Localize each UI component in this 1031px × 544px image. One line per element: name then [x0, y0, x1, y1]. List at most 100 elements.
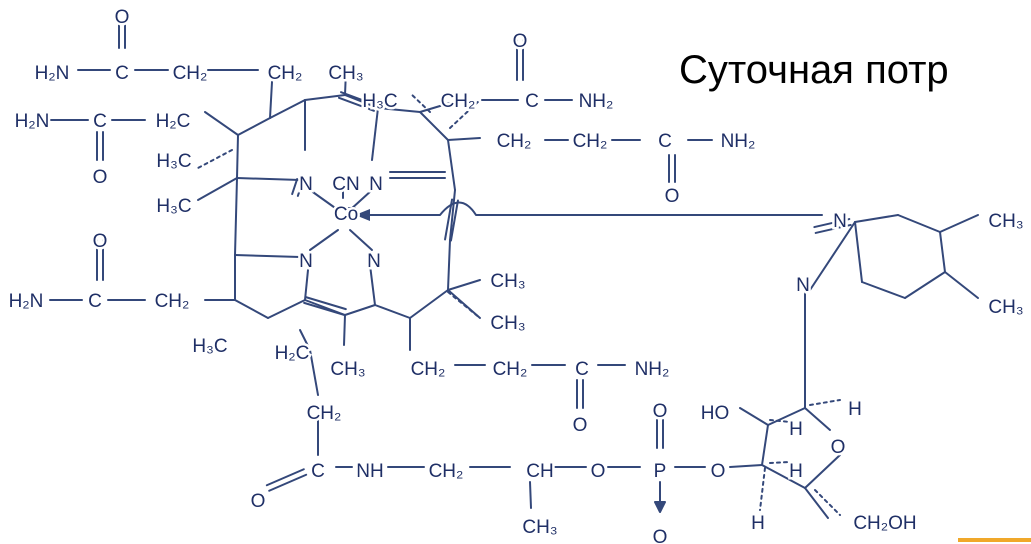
bond: [939, 231, 946, 273]
bond: [344, 69, 347, 96]
atom-label-n-bz1: N: [833, 211, 847, 232]
bond: [234, 299, 269, 319]
double-bond: [291, 178, 299, 196]
bond: [449, 189, 456, 241]
double-bond: [340, 91, 378, 107]
atom-label-ch3-chain: CH₃: [522, 517, 557, 538]
double-bond: [444, 198, 454, 241]
atom-label-h-2: H: [789, 419, 803, 440]
bond: [447, 279, 481, 291]
bond: [804, 454, 841, 489]
bond: [944, 271, 979, 299]
stereo-bond: [409, 92, 431, 113]
bond: [344, 94, 379, 109]
atom-label-ch2-lower: CH₂: [307, 403, 342, 424]
atom-label-ch3-low: CH₃: [330, 359, 365, 380]
atom-label-h3c-a: H₃C: [156, 151, 191, 172]
double-bond: [814, 223, 852, 234]
stereo-bond: [449, 99, 481, 129]
double-bond: [303, 301, 346, 316]
double-bond: [296, 179, 304, 197]
atom-label-cn: CN: [332, 174, 359, 195]
atom-label-c-top: C: [115, 63, 129, 84]
bond: [854, 221, 863, 283]
bond: [377, 107, 421, 113]
bond: [374, 304, 411, 319]
double-bond: [449, 199, 459, 242]
atom-label-ch2-low2: CH₂: [493, 359, 528, 380]
double-bond: [268, 473, 308, 492]
atom-label-h2n-row2: H₂N: [15, 111, 50, 132]
atom-label-h3c-top: H₃C: [362, 91, 397, 112]
bond: [197, 177, 238, 201]
atom-label-ch3-bz1: CH₃: [988, 211, 1023, 232]
bond: [729, 464, 763, 468]
bond: [767, 407, 806, 426]
atom-label-o-top2: O: [513, 31, 528, 52]
atom-label-nh2-low: NH₂: [635, 359, 670, 380]
stereo-bond: [814, 489, 841, 516]
stereo-bond: [197, 149, 233, 169]
atom-label-ch3-right1: CH₃: [490, 271, 525, 292]
atom-label-p: P: [654, 461, 667, 482]
atom-label-h-4: H: [751, 513, 765, 534]
bond: [939, 214, 979, 233]
bond: [804, 407, 831, 431]
atom-label-o-bottom: O: [653, 527, 668, 544]
atom-label-c-row2: C: [93, 111, 107, 132]
coordination-bond: [349, 229, 373, 251]
atom-label-n1: N: [299, 174, 313, 195]
atom-label-ch2-mid: CH₂: [155, 291, 190, 312]
bond: [419, 99, 461, 113]
nitrogen-cobalt-bond: [354, 201, 823, 216]
bond: [299, 329, 311, 351]
atom-label-o-left-mid: O: [93, 231, 108, 252]
bond: [234, 177, 238, 256]
bond: [234, 254, 301, 258]
bond: [371, 107, 379, 161]
bond: [309, 349, 319, 396]
coordination-bond: [309, 189, 339, 211]
bond: [236, 177, 301, 181]
atom-label-n3: N: [299, 251, 313, 272]
atom-label-n-bz2: N: [796, 275, 810, 296]
atom-label-ch2-low1: CH₂: [411, 359, 446, 380]
bond: [269, 99, 306, 119]
double-bond: [304, 296, 347, 311]
atom-label-c-amide: C: [311, 461, 325, 482]
bond: [304, 269, 309, 301]
atom-label-o-top1: O: [115, 7, 130, 28]
atom-label-o-minus: O: [653, 401, 668, 422]
bond: [369, 264, 376, 306]
bond: [267, 299, 306, 319]
bond: [343, 314, 346, 346]
bond: [237, 117, 271, 136]
atom-label-n4: N: [367, 251, 381, 272]
atom-label-ch2oh: CH₂OH: [853, 513, 916, 534]
atom-label-nh: NH: [356, 461, 383, 482]
atom-label-c-low: C: [575, 359, 589, 380]
atom-label-nh2-r2: NH₂: [721, 131, 756, 152]
atom-label-o-chain: O: [591, 461, 606, 482]
atom-label-ch3-top: CH₃: [328, 63, 363, 84]
bond: [861, 281, 906, 299]
atom-label-ch3-right2: CH₃: [490, 313, 525, 334]
bond: [447, 137, 481, 141]
atom-label-nh2-top: NH₂: [579, 91, 614, 112]
atom-label-ch: CH: [526, 461, 553, 482]
atom-label-h3c-low: H₃C: [192, 336, 227, 357]
atom-label-h2c-row2: H₂C: [156, 111, 191, 132]
bond: [761, 424, 769, 466]
atom-label-h3c-b: H₃C: [156, 196, 191, 217]
atom-label-h-3: H: [789, 461, 803, 482]
atom-label-o-bot-c: O: [573, 415, 588, 436]
atom-label-o-right-c: O: [665, 186, 680, 207]
stereo-bond: [447, 291, 481, 319]
bond: [447, 239, 451, 291]
bond: [761, 464, 806, 489]
stereo-bond: [769, 461, 791, 464]
bond: [897, 214, 941, 233]
bond: [409, 289, 449, 319]
atom-label-ch2-top3: CH₂: [441, 91, 476, 112]
